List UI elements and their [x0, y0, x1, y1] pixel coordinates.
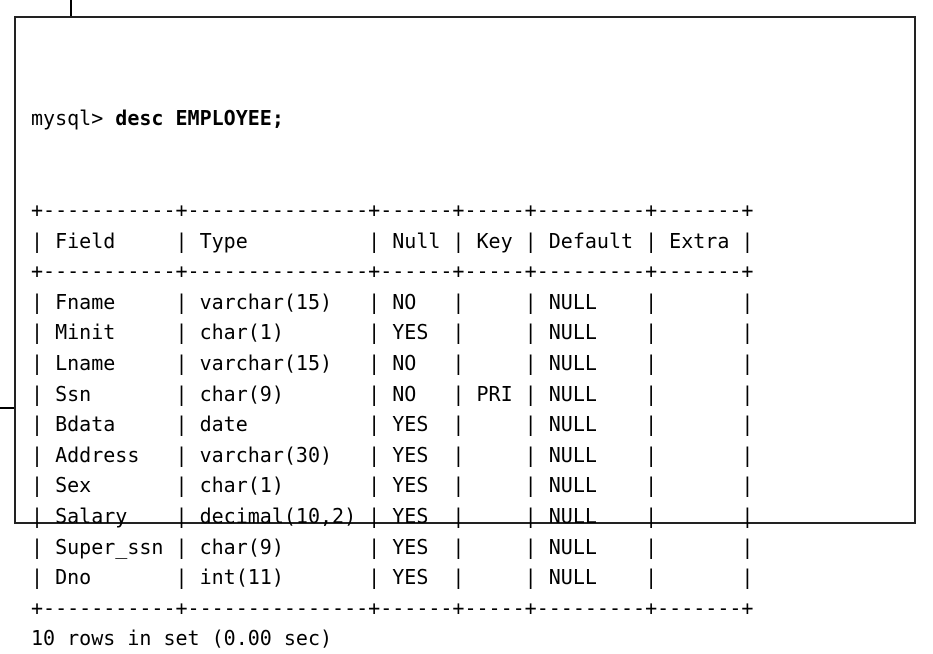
cell-type: char(9) [199, 381, 284, 406]
cell-null: NO [392, 289, 417, 314]
table-top-border: +-----------+---------------+------+----… [31, 197, 754, 222]
table-row: | Salary | decimal(10,2) | YES | | NULL … [31, 501, 753, 532]
terminal-output: mysql> desc EMPLOYEE; +-----------+-----… [31, 42, 753, 654]
cell-null: YES [392, 473, 429, 498]
terminal-window[interactable]: mysql> desc EMPLOYEE; +-----------+-----… [14, 16, 916, 650]
cell-field: Super_ssn [55, 534, 164, 559]
cell-null: YES [392, 412, 429, 437]
cell-field: Salary [55, 503, 128, 528]
table-header-row: | Field | Type | Null | Key | Default | … [31, 226, 753, 257]
cell-type: varchar(30) [199, 442, 333, 467]
table-row: | Ssn | char(9) | NO | PRI | NULL | | [31, 379, 753, 410]
table-row: | Super_ssn | char(9) | YES | | NULL | | [31, 532, 753, 563]
cell-null: NO [392, 381, 417, 406]
left-edge-line [0, 407, 14, 409]
command-text: desc EMPLOYEE; [115, 106, 284, 131]
cell-default: NULL [548, 350, 597, 375]
cell-null: YES [392, 503, 429, 528]
cell-type: decimal(10,2) [199, 503, 357, 528]
cell-field: Ssn [55, 381, 92, 406]
cell-type: date [199, 412, 248, 437]
cell-null: YES [392, 534, 429, 559]
cell-field: Dno [55, 565, 92, 590]
cell-null: NO [392, 350, 417, 375]
cell-type: varchar(15) [199, 350, 333, 375]
column-header-null: Null [392, 228, 441, 253]
cell-default: NULL [548, 320, 597, 345]
cell-type: char(9) [199, 534, 284, 559]
table-row: | Sex | char(1) | YES | | NULL | | [31, 470, 753, 501]
cell-null: YES [392, 565, 429, 590]
cell-field: Address [55, 442, 140, 467]
table-row: | Address | varchar(30) | YES | | NULL |… [31, 440, 753, 471]
cell-default: NULL [548, 503, 597, 528]
cell-default: NULL [548, 442, 597, 467]
cell-type: char(1) [199, 320, 284, 345]
cell-default: NULL [548, 412, 597, 437]
cell-default: NULL [548, 534, 597, 559]
table-bottom-border: +-----------+---------------+------+----… [31, 595, 754, 620]
table-row: | Dno | int(11) | YES | | NULL | | [31, 562, 753, 593]
cell-default: NULL [548, 473, 597, 498]
cell-type: char(1) [199, 473, 284, 498]
cell-null: YES [392, 320, 429, 345]
column-header-type: Type [199, 228, 248, 253]
cell-field: Bdata [55, 412, 116, 437]
prompt: mysql> [31, 106, 116, 131]
cell-type: int(11) [199, 565, 284, 590]
table-row: | Lname | varchar(15) | NO | | NULL | | [31, 348, 753, 379]
table-row: | Fname | varchar(15) | NO | | NULL | | [31, 287, 753, 318]
cell-key: PRI [476, 381, 513, 406]
column-header-key: Key [476, 228, 513, 253]
cell-default: NULL [548, 381, 597, 406]
cell-default: NULL [548, 289, 597, 314]
table-header-border: +-----------+---------------+------+----… [31, 259, 754, 284]
cell-field: Fname [55, 289, 116, 314]
cell-field: Minit [55, 320, 116, 345]
cell-null: YES [392, 442, 429, 467]
column-header-extra: Extra [669, 228, 730, 253]
table-row: | Minit | char(1) | YES | | NULL | | [31, 317, 753, 348]
result-footer: 10 rows in set (0.00 sec) [31, 626, 333, 651]
top-edge-line [70, 0, 72, 16]
table-row: | Bdata | date | YES | | NULL | | [31, 409, 753, 440]
cell-field: Sex [55, 473, 92, 498]
column-header-field: Field [55, 228, 116, 253]
cell-field: Lname [55, 350, 116, 375]
cell-default: NULL [548, 565, 597, 590]
cell-type: varchar(15) [199, 289, 333, 314]
column-header-default: Default [548, 228, 634, 253]
prompt-line: mysql> desc EMPLOYEE; [31, 103, 753, 134]
